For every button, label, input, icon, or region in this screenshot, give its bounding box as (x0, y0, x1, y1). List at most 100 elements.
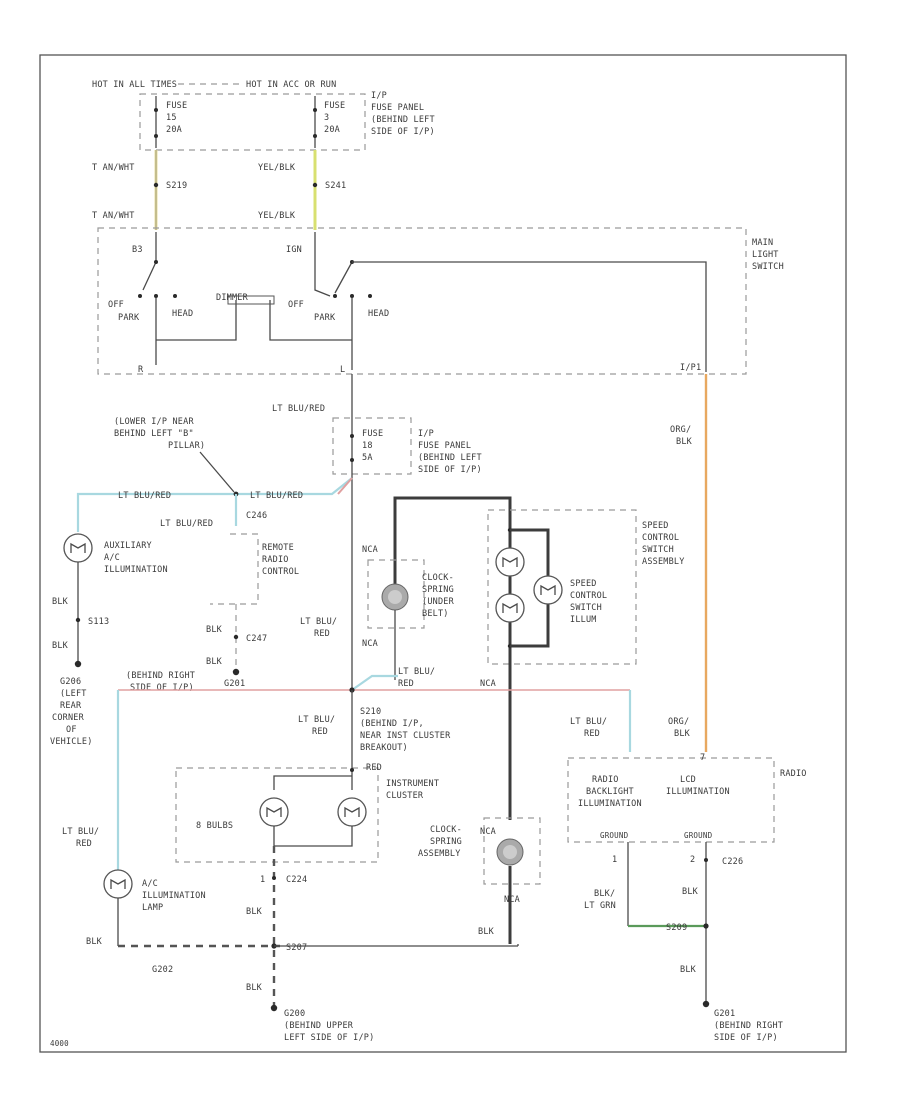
radio-pin-2: 2 (690, 855, 695, 865)
hot-header-label: HOT IN ALL TIMES (92, 80, 177, 90)
ip-feed-wire (352, 261, 707, 372)
pin-r-label: R (138, 365, 144, 375)
lt-blu-red-radio-label-1: LT BLU/ (570, 717, 607, 727)
inst-cluster-label-1: INSTRUMENT (386, 779, 439, 789)
blk-4-label: BLK (206, 657, 223, 667)
cluster-filament-2 (344, 806, 360, 817)
g206-label-2: (LEFT (60, 689, 87, 699)
fuse-panel-label-1: I/P (371, 91, 387, 101)
blk-8-label: BLK (680, 965, 697, 975)
fuse-panel-label-3: (BEHIND LEFT (371, 115, 435, 125)
blk-6-label: BLK (246, 907, 263, 917)
g206-label-5: OF (66, 725, 77, 735)
yel-blk-label-1: YEL/BLK (258, 163, 296, 173)
right-switch-blade (334, 261, 353, 294)
fuse-panel-mid-label-3: (BEHIND LEFT (418, 453, 482, 463)
ac-lamp-filament (110, 878, 126, 889)
radio-pin-b-label: 7 (700, 753, 705, 763)
nca-1-label: NCA (362, 545, 378, 555)
s210-jog (351, 674, 398, 691)
clockspring-asm-label-2: SPRING (430, 837, 462, 847)
c246-label: C246 (246, 511, 267, 521)
dimmer-link-left (156, 300, 237, 341)
g200-ground-symbol (270, 1004, 278, 1012)
blk-9-label: BLK (478, 927, 495, 937)
park-label-1: PARK (118, 313, 140, 323)
lt-blu-red-radio-label-2: RED (584, 729, 600, 739)
org-blk-label-1: ORG/ (670, 425, 691, 435)
speed-control-switch-box (487, 509, 637, 665)
g206-label-3: REAR (60, 701, 82, 711)
fuse-panel-mid-label-4: SIDE OF I/P) (418, 465, 482, 475)
radio-box (567, 757, 775, 843)
blk-2-label: BLK (52, 641, 69, 651)
cluster-filament-1 (266, 806, 282, 817)
clockspring-asm-center (503, 845, 517, 859)
clockspring-upper-box (367, 559, 425, 629)
speed-ctrl-illum-label-3: SWITCH (570, 603, 602, 613)
s210-label-3: NEAR INST CLUSTER (360, 731, 451, 741)
g206-label-6: VEHICLE) (50, 737, 93, 747)
speed-ctrl-filament-2 (502, 602, 518, 613)
fuse-mid-label: FUSE (362, 429, 383, 439)
lt-blu-red-l1-label: LT BLU/RED (118, 491, 171, 501)
switch-b3-label: B3 (132, 245, 143, 255)
tan-wht-label-1: T AN/WHT (92, 163, 135, 173)
fuse-mid-rating: 5A (362, 453, 373, 463)
hot-header-label-2: HOT IN ACC OR RUN (246, 80, 336, 90)
right-switch-off-contact (333, 294, 337, 298)
speed-ctrl-filament-1 (502, 556, 518, 567)
g206-ground-symbol (74, 660, 82, 668)
blk-5-label: BLK (86, 937, 103, 947)
org-blk-radio-label-2: BLK (674, 729, 691, 739)
cluster-return-bus (273, 826, 353, 847)
g200-label-2: (BEHIND UPPER (284, 1021, 354, 1031)
off-label-1: OFF (108, 300, 124, 310)
fuse-15-label: FUSE (166, 101, 187, 111)
g206-label-1: G206 (60, 677, 81, 687)
speed-ctrl-illum-label-2: CONTROL (570, 591, 607, 601)
blk-3-label: BLK (206, 625, 223, 635)
s219-splice (153, 182, 159, 188)
lt-blu-red-mid-label-1: LT BLU/ (398, 667, 435, 677)
g201-b-label-3: SIDE OF I/P) (714, 1033, 778, 1043)
g200-label-3: LEFT SIDE OF I/P) (284, 1033, 374, 1043)
blk-lt-grn-label-1: BLK/ (594, 889, 615, 899)
left-switch-blade (142, 232, 157, 291)
lt-blu-red-l2-label: LT BLU/RED (250, 491, 303, 501)
speed-ctrl-filament-3 (540, 584, 556, 595)
cluster-red-node (350, 768, 354, 772)
c226-node (704, 858, 708, 862)
clockspring-tl-label-4: BELT) (422, 609, 449, 619)
right-switch-head-contact (368, 294, 372, 298)
aux-ac-label-1: AUXILIARY (104, 541, 152, 551)
aux-ac-label-3: ILLUMINATION (104, 565, 168, 575)
fuse-mid-node-bottom (350, 458, 354, 462)
lt-blu-red-jog (337, 477, 353, 495)
lt-blu-red-c-label-2: RED (312, 727, 328, 737)
behind-right-label-1: (BEHIND RIGHT (126, 671, 195, 681)
g202-label: G202 (152, 965, 173, 975)
head-label-2: HEAD (368, 309, 389, 319)
lt-blu-red-v-label-2: RED (314, 629, 330, 639)
clockspring-upper-center (388, 590, 402, 604)
fuse-mid-box (332, 417, 412, 475)
s241-splice (312, 182, 318, 188)
c247-node (233, 634, 239, 640)
s113-splice (75, 617, 81, 623)
c224-node (272, 876, 276, 880)
fuse-3-rating: 20A (324, 125, 340, 135)
lower-ip-label-3: PILLAR) (168, 441, 205, 451)
pin-ip-label: I/P1 (680, 363, 701, 373)
fuse-panel-label-4: SIDE OF I/P) (371, 127, 435, 137)
switch-ign-label: IGN (286, 245, 302, 255)
s210-label-1: S210 (360, 707, 381, 717)
ground-label-1: GROUND (600, 831, 629, 840)
remote-radio-label-2: RADIO (262, 555, 289, 565)
clockspring-asm-label-3: ASSEMBLY (418, 849, 461, 859)
c247-label: C247 (246, 634, 267, 644)
remote-radio-label-3: CONTROL (262, 567, 299, 577)
s210-label-2: (BEHIND I/P, (360, 719, 424, 729)
nca-5-label: NCA (504, 895, 520, 905)
lt-blu-red-ac-label-1: LT BLU/ (62, 827, 99, 837)
